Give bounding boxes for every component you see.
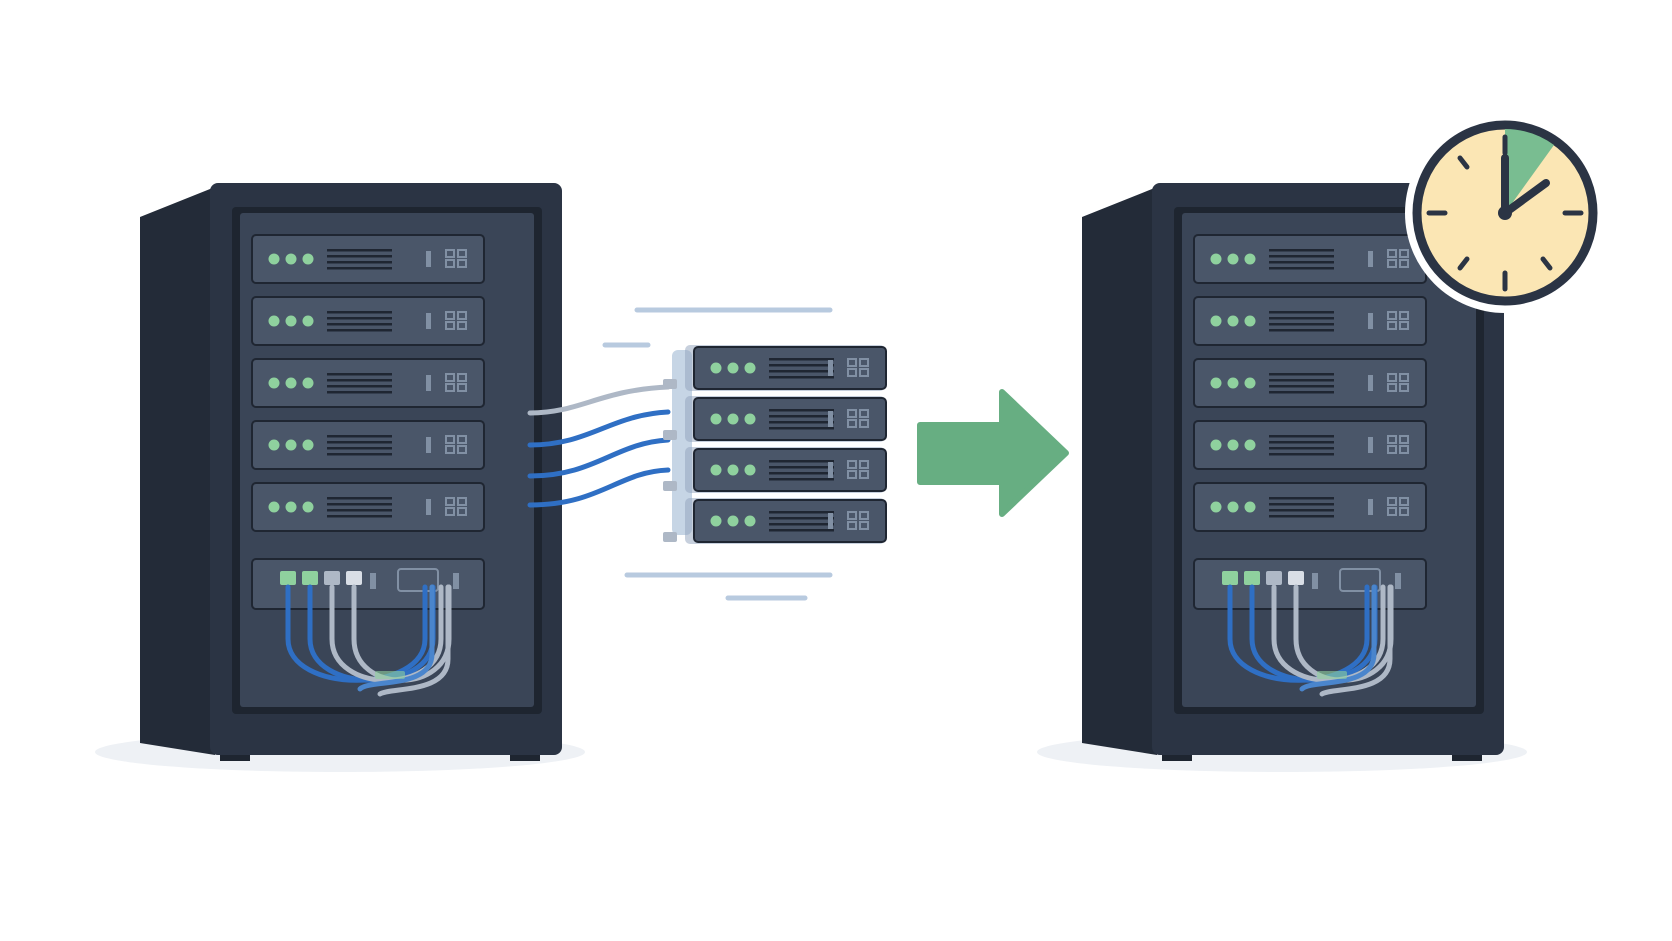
rack-cabling (285, 584, 452, 697)
rack-server-unit (1193, 234, 1427, 284)
status-led (727, 464, 739, 476)
status-led (1244, 377, 1256, 389)
rack-server-unit (1193, 296, 1427, 346)
rack-server-unit (251, 420, 485, 470)
status-led (744, 362, 756, 374)
status-led (302, 377, 314, 389)
arrow-right-icon (917, 389, 1069, 517)
status-led (285, 377, 297, 389)
rack-server-unit (1193, 358, 1427, 408)
rack-server-unit (1193, 420, 1427, 470)
status-led (1227, 501, 1239, 513)
rack-server-unit (1193, 482, 1427, 532)
status-led (1227, 315, 1239, 327)
motion-lines (602, 307, 833, 601)
rack-server-unit (251, 296, 485, 346)
status-led (1210, 315, 1222, 327)
migrating-server-unit (693, 346, 887, 390)
status-led (1210, 501, 1222, 513)
rack-server-unit (251, 482, 485, 532)
migrating-server-unit (693, 448, 887, 492)
status-led (1210, 377, 1222, 389)
status-led (302, 439, 314, 451)
status-led (1227, 377, 1239, 389)
status-led (285, 253, 297, 265)
status-led (1244, 501, 1256, 513)
rack-cabling (1227, 584, 1394, 697)
status-led (285, 501, 297, 513)
clock-icon (1405, 113, 1605, 313)
migrating-server-stack (663, 345, 887, 544)
status-led (1244, 439, 1256, 451)
status-led (268, 439, 280, 451)
rack-server-unit (251, 358, 485, 408)
target-server-rack (1082, 183, 1504, 761)
status-led (744, 515, 756, 527)
status-led (1227, 439, 1239, 451)
status-led (268, 377, 280, 389)
status-led (727, 362, 739, 374)
status-led (727, 413, 739, 425)
status-led (1244, 253, 1256, 265)
status-led (1210, 253, 1222, 265)
status-led (710, 464, 722, 476)
rack-side-panel (1082, 187, 1157, 755)
status-led (302, 253, 314, 265)
rack-side-panel (140, 187, 215, 755)
migration-cables (527, 384, 671, 508)
status-led (302, 501, 314, 513)
status-led (268, 501, 280, 513)
status-led (268, 253, 280, 265)
status-led (744, 413, 756, 425)
status-led (302, 315, 314, 327)
status-led (1210, 439, 1222, 451)
status-led (727, 515, 739, 527)
migrating-server-unit (693, 499, 887, 543)
status-led (1227, 253, 1239, 265)
status-led (710, 362, 722, 374)
rack-server-unit (251, 234, 485, 284)
status-led (744, 464, 756, 476)
status-led (710, 413, 722, 425)
status-led (268, 315, 280, 327)
source-server-rack (140, 183, 562, 761)
status-led (285, 439, 297, 451)
status-led (1244, 315, 1256, 327)
migrating-server-unit (693, 397, 887, 441)
status-led (285, 315, 297, 327)
status-led (710, 515, 722, 527)
